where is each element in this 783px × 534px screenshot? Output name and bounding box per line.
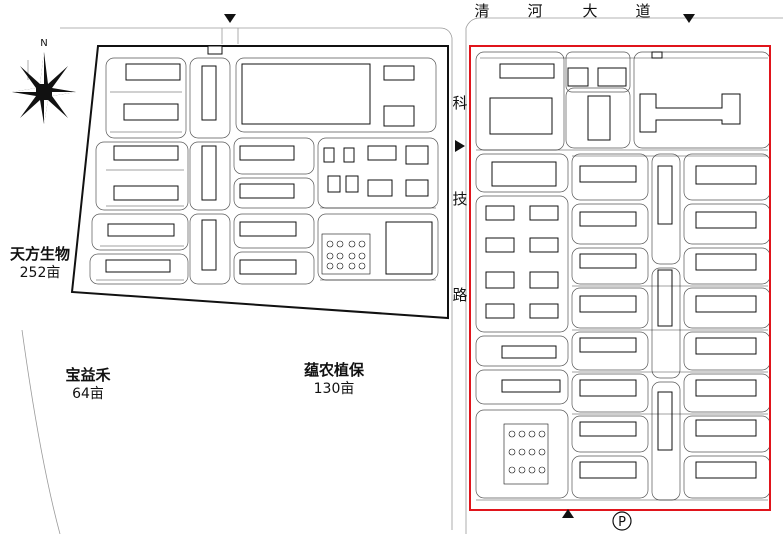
left-site-buildings (105, 45, 433, 275)
tech-road-char: 科 (452, 94, 467, 112)
arrow-north-right-icon (683, 14, 695, 23)
neighbor-name: 天方生物 (10, 245, 70, 263)
neighbor-baoyihe: 宝益禾 64亩 (65, 366, 111, 402)
left-tank-farm (321, 233, 371, 275)
arrow-west-icon (455, 140, 465, 152)
north-label: N (40, 38, 47, 49)
main-road-char: 清 (474, 2, 489, 20)
right-tank-farm (503, 423, 549, 485)
parking-letter: P (618, 515, 626, 530)
neighbor-area: 252亩 (20, 264, 61, 281)
arrow-north-left-icon (224, 14, 236, 23)
neighbor-name: 宝益禾 (65, 366, 111, 384)
tech-road-char: 技 (452, 190, 467, 208)
right-site-buildings (485, 51, 757, 479)
north-arrow: N (12, 38, 76, 124)
compass-star-icon (12, 52, 76, 124)
tech-road-label: 科 技 路 (452, 94, 467, 304)
neighbor-area: 64亩 (72, 385, 104, 402)
main-road-char: 道 (635, 2, 650, 20)
neighbor-yunnong: 蕴农植保 130亩 (304, 361, 365, 397)
neighbor-name: 蕴农植保 (304, 361, 365, 379)
main-road-char: 河 (527, 2, 542, 20)
road-edges (21, 17, 783, 534)
neighbor-tianfang: 天方生物 252亩 (10, 245, 70, 281)
right-site-blocks (475, 51, 771, 501)
entrance-arrows (224, 14, 695, 518)
right-dimension-lines (476, 57, 768, 501)
right-site-boundary (469, 45, 771, 511)
main-road-char: 大 (582, 2, 597, 20)
tech-road-char: 路 (452, 286, 467, 304)
arrow-south-icon (562, 509, 574, 518)
left-site-boundary (70, 45, 449, 320)
left-site-blocks (89, 57, 439, 285)
parking-sign: P (612, 511, 632, 531)
parking-icon (612, 511, 632, 531)
neighbor-area: 130亩 (314, 380, 355, 397)
main-road-label: 清 河 大 道 (474, 2, 650, 20)
left-dimension-lines (96, 91, 436, 281)
